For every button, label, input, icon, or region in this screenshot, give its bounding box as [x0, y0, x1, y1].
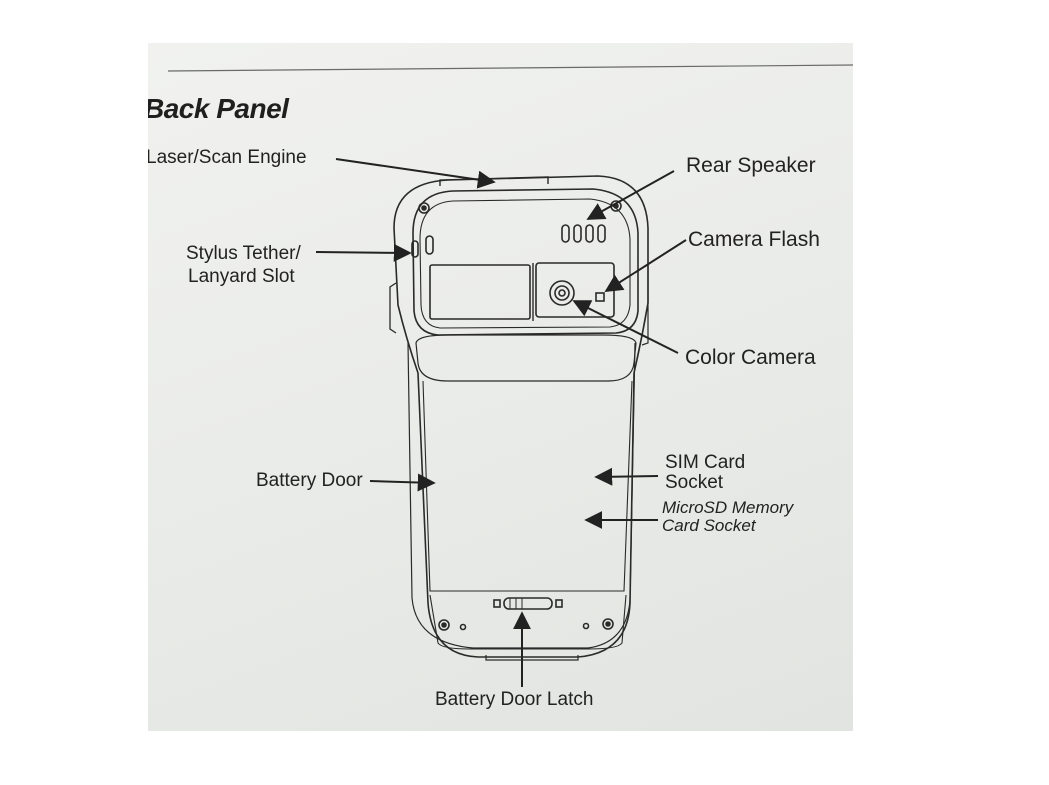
- label-stylus-tether-line1: Stylus Tether/: [186, 243, 301, 264]
- label-sim-card-line1: SIM Card: [665, 452, 746, 473]
- label-sim-card-line2: Socket: [665, 472, 724, 493]
- arrow-stylus: [315, 243, 412, 262]
- arrow-battery-door: [369, 473, 436, 492]
- arrow-rear-speaker: [586, 170, 675, 220]
- arrow-laser-scan: [335, 158, 496, 189]
- label-battery-door: Battery Door: [256, 470, 363, 491]
- arrow-camera-flash: [604, 239, 687, 292]
- label-microsd-line2: Card Socket: [662, 516, 756, 535]
- label-color-camera: Color Camera: [685, 346, 816, 369]
- callout-arrows: [315, 158, 687, 687]
- device-body: [389, 175, 649, 661]
- label-stylus-tether-line2: Lanyard Slot: [188, 266, 295, 287]
- label-microsd-line1: MicroSD Memory: [662, 498, 794, 517]
- manual-page: Back Panel Laser/Scan Engine Rear Speake…: [148, 43, 853, 731]
- label-camera-flash: Camera Flash: [688, 228, 820, 251]
- arrow-sim-card: [594, 467, 659, 486]
- section-title: Back Panel: [148, 93, 289, 124]
- label-laser-scan-engine: Laser/Scan Engine: [148, 147, 307, 168]
- label-battery-door-latch: Battery Door Latch: [435, 689, 594, 710]
- device-back-diagram: [167, 64, 853, 687]
- page-rule: [167, 64, 853, 72]
- label-rear-speaker: Rear Speaker: [686, 154, 816, 177]
- arrow-color-camera: [572, 300, 679, 354]
